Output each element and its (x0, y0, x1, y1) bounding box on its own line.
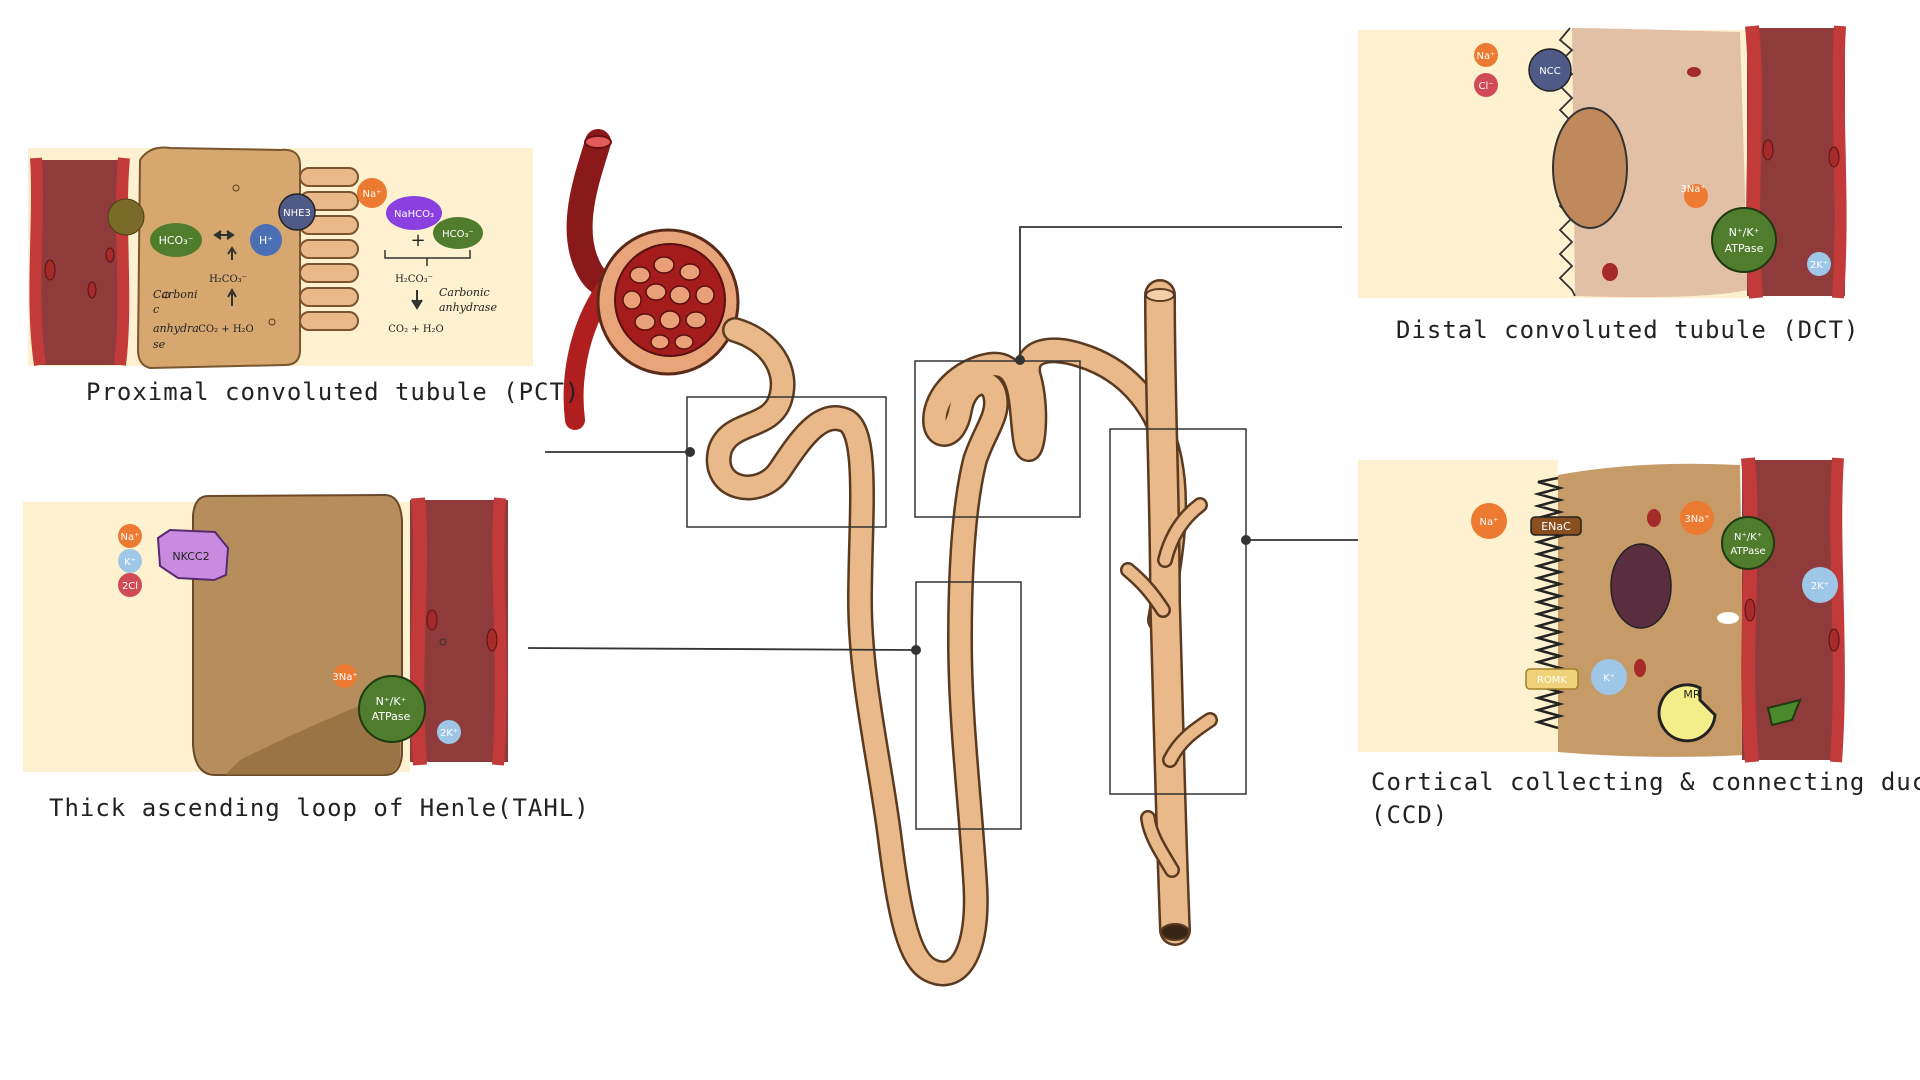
dct-3na-label: 3Na⁺ (1680, 184, 1705, 195)
ccd-na-label: Na⁺ (1480, 517, 1499, 528)
nhe3-label: NHE3 (283, 208, 311, 219)
leader-dots (685, 355, 1251, 655)
pct-region-box (686, 396, 887, 528)
dct-na-badge (1474, 43, 1498, 67)
ccd-pump-line1: N⁺/K⁺ (1734, 532, 1762, 543)
tahl-3na-label: 3Na⁺ (332, 672, 357, 683)
dct-na-label: Na⁺ (1477, 51, 1496, 62)
ca-right-line1: Carbonic (439, 286, 490, 299)
ccd-pump (1721, 516, 1775, 570)
dct-leader-line (1019, 226, 1342, 360)
tahl-pump (358, 675, 426, 743)
tahl-k-label: K⁺ (124, 557, 136, 568)
nahco3-badge (386, 196, 442, 230)
ncc-label: NCC (1539, 66, 1560, 77)
ca-left-line3: anhydra (153, 322, 199, 335)
ccd-2k-label: 2K⁺ (1811, 581, 1829, 592)
nahco3-label: NaHCO₃ (394, 209, 434, 220)
nephron-illustration (527, 129, 1358, 987)
tahl-na-badge (118, 524, 142, 548)
ccd-caption-line2: (CCD) (1371, 801, 1449, 829)
romk-channel (1525, 668, 1579, 690)
romk-label: ROMK (1537, 675, 1567, 686)
ccd-k-label: K⁺ (1603, 673, 1615, 684)
ncc-transporter (1528, 48, 1572, 92)
pct-panel: HCO₃⁻ H⁺ NHE3 Na⁺ NaHCO₃ + HCO₃⁻ H₂CO₃⁻ … (28, 146, 533, 370)
dct-caption: Distal convoluted tubule (DCT) (1396, 316, 1860, 344)
tahl-caption: Thick ascending loop of Henle(TAHL) (49, 794, 590, 822)
leader-lines (527, 226, 1358, 651)
hco3-left-label: HCO₃⁻ (159, 234, 194, 247)
ca-left-line2: c (153, 303, 159, 316)
tahl-k-badge (118, 549, 142, 573)
pct-caption: Proximal convoluted tubule (PCT) (86, 378, 581, 406)
collecting-duct-opening (1160, 923, 1190, 941)
ccd-3na-badge (1680, 501, 1714, 535)
h2co3-left-label: H₂CO₃⁻ (209, 274, 247, 285)
mr-label: MR (1683, 688, 1700, 701)
ccd-k-badge (1591, 659, 1627, 695)
dct-3na-badge (1684, 184, 1708, 208)
ccd-2k-badge (1802, 567, 1838, 603)
h2co3-right-label: H₂CO₃⁻ (395, 274, 433, 285)
tahl-2k-badge (437, 720, 461, 744)
enac-label: ENaC (1541, 520, 1571, 533)
dct-pump-line1: N⁺/K⁺ (1729, 226, 1760, 239)
dct-cl-badge (1474, 73, 1498, 97)
tahl-cl-badge (118, 573, 142, 597)
tahl-cl-label: 2Cl (122, 581, 138, 592)
proximal-tubule-fill (708, 319, 1185, 984)
tahl-3na-badge (333, 664, 357, 688)
ccd-na-badge (1471, 503, 1507, 539)
h-plus-badge (250, 224, 282, 256)
ccd-3na-label: 3Na⁺ (1684, 514, 1709, 525)
h-plus-label: H⁺ (259, 234, 273, 247)
nkcc2-transporter (156, 528, 230, 582)
tahl-na-label: Na⁺ (121, 532, 140, 543)
nhe3-transporter (278, 193, 316, 231)
tahl-region-box (915, 581, 1022, 830)
dct-pump-line2: ATPase (1725, 242, 1764, 255)
collecting-duct-branches (1120, 497, 1218, 878)
ca-left-line1: Carboni (153, 288, 198, 301)
dct-panel: Na⁺ Cl⁻ NCC 3Na⁺ N⁺/K⁺ ATPase 2K⁺ (1358, 25, 1847, 299)
co2-right-label: CO₂ + H₂O (388, 324, 444, 335)
hco3-right-label: HCO₃⁻ (442, 229, 474, 240)
enac-channel (1530, 516, 1582, 536)
ccd-caption-line1: Cortical collecting & connecting duct (1371, 768, 1920, 796)
dct-2k-badge (1807, 252, 1831, 276)
hco3-left-badge (150, 223, 202, 257)
tahl-leader-line (527, 647, 917, 651)
plus-sign: + (410, 230, 425, 251)
mr-receptor (1657, 683, 1717, 743)
tahl-panel: Na⁺ K⁺ 2Cl NKCC2 3Na⁺ N⁺/K⁺ ATPase 2K⁺ (23, 493, 508, 776)
tahl-pump-line1: N⁺/K⁺ (376, 695, 407, 708)
ccd-region-box (1109, 428, 1247, 795)
dct-2k-label: 2K⁺ (1810, 260, 1828, 271)
dct-region-box (914, 360, 1081, 518)
co2-left-label: CO₂ + H₂O (198, 324, 254, 335)
dct-pump (1711, 207, 1777, 273)
dct-cl-label: Cl⁻ (1478, 81, 1493, 92)
na-plus-badge (357, 178, 387, 208)
ca-left-line4: se (153, 338, 166, 351)
tahl-2k-label: 2K⁺ (440, 728, 458, 739)
ccd-pump-line2: ATPase (1730, 546, 1765, 557)
ca-right-line2: anhydrase (439, 301, 497, 314)
hco3-right-badge (433, 217, 483, 249)
na-plus-label: Na⁺ (363, 189, 382, 200)
nkcc2-label: NKCC2 (172, 550, 209, 563)
tahl-pump-line2: ATPase (372, 710, 411, 723)
ccd-panel: Na⁺ ENaC 3Na⁺ N⁺/K⁺ ATPase 2K⁺ ROMK K⁺ M… (1358, 457, 1845, 763)
glomerulus-capillaries (622, 256, 715, 350)
